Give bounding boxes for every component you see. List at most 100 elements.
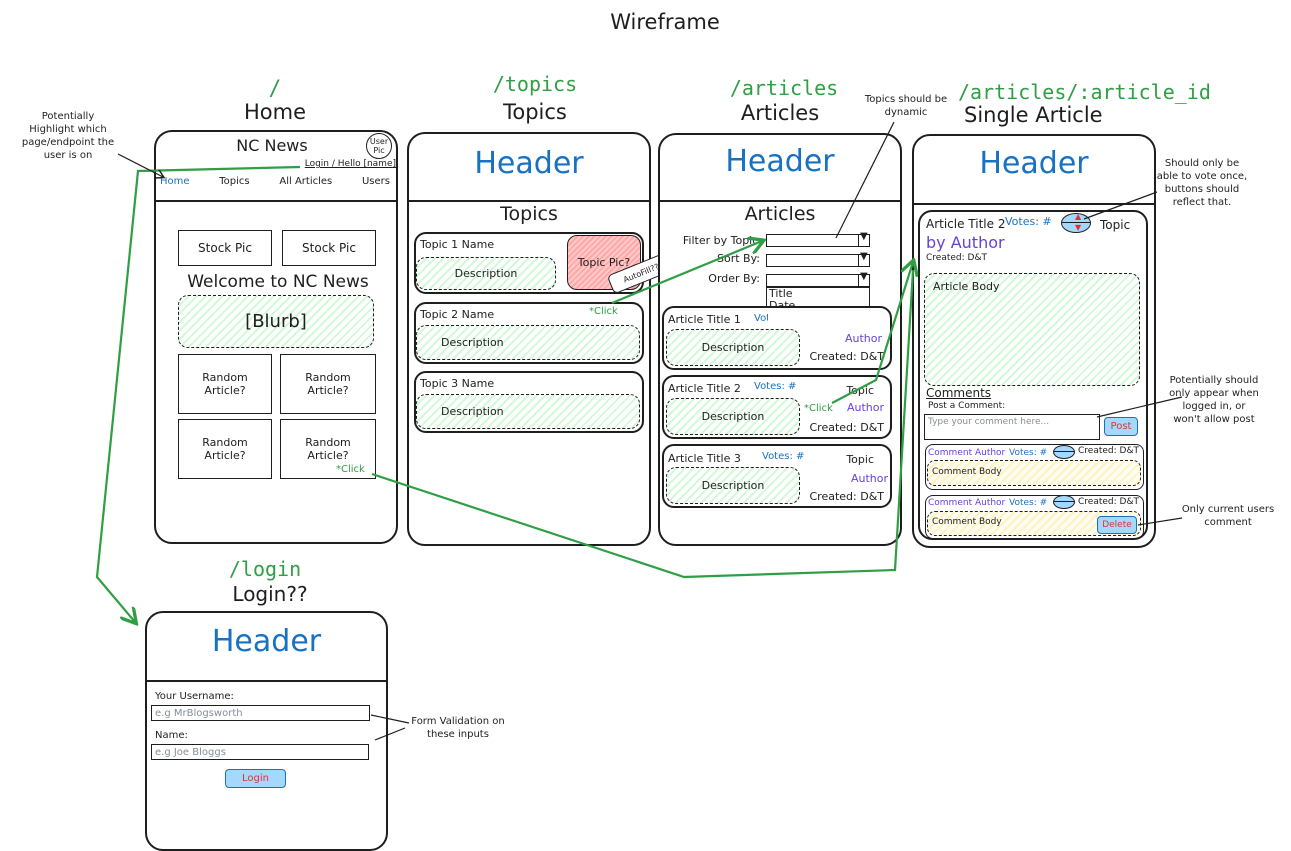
articles-header: Header [725, 144, 835, 179]
order-select[interactable] [766, 274, 870, 287]
delete-button[interactable]: Delete [1097, 516, 1137, 534]
comment-1-created: Created: D&T [1078, 446, 1139, 456]
arrow-vote-once [1083, 191, 1158, 220]
app-name: NC News [236, 136, 308, 155]
single-article-title: Article Title 2 [926, 217, 1006, 231]
nav-users[interactable]: Users [361, 176, 390, 187]
comment-1-votes: Votes: # [1009, 448, 1048, 458]
arrow-random-single [371, 269, 915, 579]
filter-label: Filter by Topic: [682, 234, 762, 247]
name-label: Name: [155, 730, 188, 741]
home-click-note: *Click [336, 464, 365, 475]
article-body: Article Body [924, 273, 1140, 386]
topic-3-description: Description [416, 394, 640, 429]
nav-home[interactable]: Home [160, 176, 190, 187]
login-link[interactable]: Login / Hello [name] [304, 159, 396, 169]
username-input[interactable]: e.g MrBlogsworth [151, 705, 370, 721]
login-title: Login?? [232, 582, 308, 606]
article-1-description: Description [666, 329, 800, 366]
comment-2-votes: Votes: # [1009, 498, 1048, 508]
comment-input[interactable]: Type your comment here... [924, 414, 1100, 440]
article-3-votes: Votes: # [762, 451, 805, 462]
article-1-created: Created: D&T [809, 350, 884, 363]
connector-overlay [95, 121, 1183, 741]
comments-heading: Comments [926, 386, 992, 400]
random-article-1[interactable]: Random Article? [178, 354, 272, 414]
single-created: Created: D&T [926, 253, 987, 263]
random-article-3[interactable]: Random Article? [178, 419, 272, 479]
name-input[interactable]: e.g Joe Bloggs [151, 744, 369, 760]
user-pic-avatar[interactable]: User Pic [366, 133, 392, 159]
upvote-icon[interactable]: ▲ [1075, 212, 1082, 221]
home-nav-divider [154, 200, 398, 202]
articles-route: /articles [729, 76, 839, 100]
comment-1-vote-icon[interactable] [1053, 445, 1075, 459]
comment-1-body: Comment Body [927, 460, 1141, 486]
topic-2-description: Description [416, 325, 640, 360]
single-header: Header [979, 146, 1089, 181]
home-route: / [268, 76, 282, 100]
arrow-highlight-note [117, 153, 163, 177]
article-2-topic: Topic [846, 384, 874, 397]
filter-chevron-down-icon[interactable]: ▼ [858, 231, 869, 247]
stock-pic-2: Stock Pic [282, 230, 376, 266]
arrow-logged-in [1096, 396, 1183, 418]
home-title: Home [243, 100, 306, 124]
topics-header: Header [474, 146, 584, 181]
articles-heading: Articles [744, 203, 816, 225]
article-2-created: Created: D&T [809, 421, 884, 434]
note-vote-once: Should only be able to vote once, button… [1156, 158, 1248, 208]
arrow-topic-filter [611, 241, 762, 305]
login-header: Header [211, 624, 322, 659]
arrow-topics-dynamic [835, 121, 895, 239]
nav-all-articles[interactable]: All Articles [279, 176, 333, 187]
arrow-current-user [1137, 517, 1183, 526]
topics-route: /topics [492, 72, 578, 96]
order-label: Order By: [708, 272, 760, 285]
note-topics-dynamic: Topics should be dynamic [864, 94, 948, 118]
article-2-description: Description [666, 398, 800, 435]
single-header-divider [912, 203, 1156, 205]
topics-title: Topics [503, 100, 567, 124]
vote-toggle-icon[interactable]: ▲ ▼ [1061, 213, 1091, 233]
article-3-title: Article Title 3 [668, 452, 741, 465]
nav-topics[interactable]: Topics [219, 176, 250, 187]
article-2-title: Article Title 2 [668, 382, 741, 395]
sort-option-title[interactable]: Title [769, 287, 793, 300]
sort-select[interactable] [766, 254, 870, 267]
comment-2-author: Comment Author [928, 498, 1006, 508]
articles-header-divider [658, 200, 902, 202]
order-chevron-down-icon[interactable]: ▼ [858, 271, 869, 287]
sort-chevron-down-icon[interactable]: ▼ [858, 251, 869, 267]
comment-1-author: Comment Author [928, 448, 1006, 458]
note-form-validation: Form Validation on these inputs [411, 716, 505, 740]
comment-2-vote-icon[interactable] [1053, 495, 1075, 509]
single-topic: Topic [1100, 218, 1131, 232]
arrow-form-validation [370, 714, 410, 724]
random-article-4[interactable]: Random Article? [280, 419, 376, 479]
login-header-divider [145, 680, 388, 682]
arrow-form-validation-2 [374, 727, 406, 741]
username-label: Your Username: [155, 691, 234, 702]
post-comment-label: Post a Comment: [928, 401, 1006, 411]
topic-2-name: Topic 2 Name [420, 308, 495, 321]
topics-header-divider [407, 200, 651, 202]
post-button[interactable]: Post [1104, 417, 1138, 436]
login-route: /login [228, 557, 302, 581]
topics-heading: Topics [500, 203, 558, 225]
article-2-author: Author [846, 401, 884, 414]
comment-card-2 [925, 495, 1144, 539]
topics-click-note: *Click [589, 306, 618, 317]
random-article-2[interactable]: Random Article? [280, 354, 376, 414]
login-button[interactable]: Login [225, 769, 286, 788]
article-1-votes: Votes: # [754, 313, 768, 324]
article-1-title: Article Title 1 [668, 313, 741, 326]
topic-1-description: Description [416, 257, 556, 290]
arrow-article-single [831, 262, 913, 404]
topic-3-name: Topic 3 Name [420, 377, 495, 390]
single-title: Single Article [964, 103, 1103, 127]
topic-1-name: Topic 1 Name [420, 238, 495, 251]
home-nav: Home Topics All Articles Users [160, 176, 390, 187]
article-3-topic: Topic [846, 453, 874, 466]
downvote-icon[interactable]: ▼ [1075, 223, 1082, 232]
